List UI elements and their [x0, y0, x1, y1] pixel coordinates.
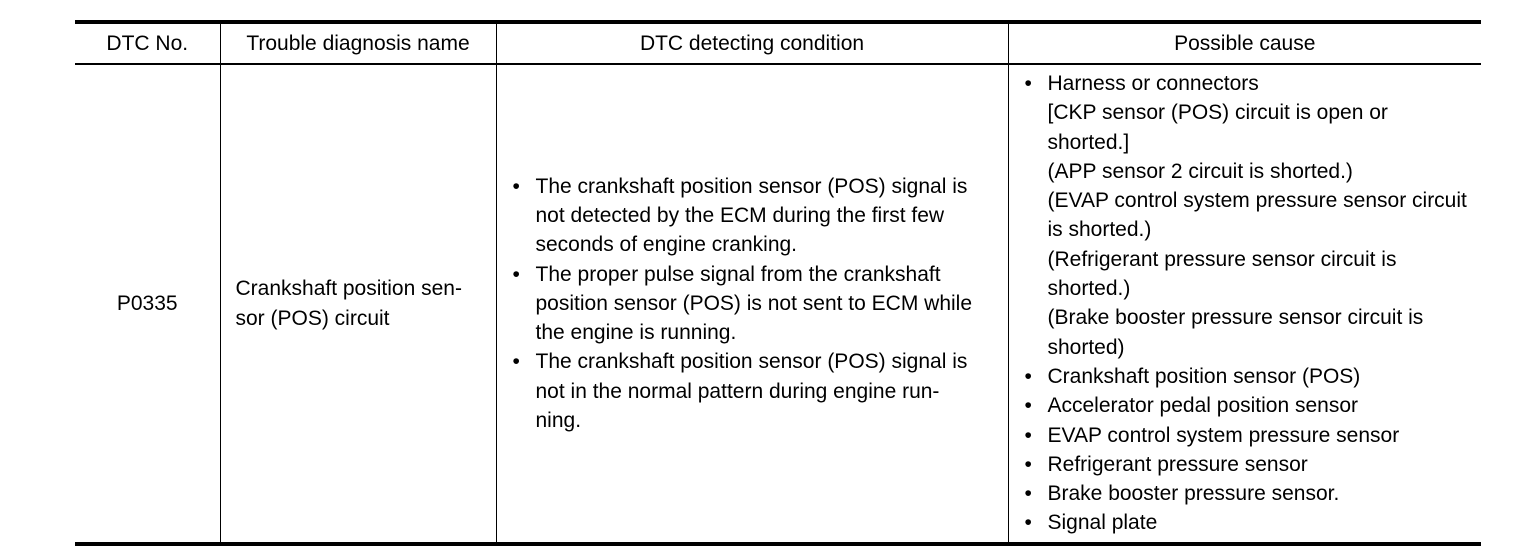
trouble-name-cell: Crankshaft position sen-sor (POS) circui… — [219, 64, 497, 546]
cause-item: Brake booster pressure sensor. — [1023, 479, 1476, 509]
cause-list: Harness or connectors [CKP sensor (POS) … — [1023, 69, 1476, 538]
cause-item: Signal plate — [1023, 508, 1476, 538]
condition-cell: The crankshaft position sensor (POS) sig… — [495, 64, 1009, 546]
cause-harness-detail: [CKP sensor (POS) circuit is open or sho… — [1047, 101, 1388, 154]
dtc-code-cell: P0335 — [75, 64, 221, 546]
cause-item-harness: Harness or connectors [CKP sensor (POS) … — [1023, 69, 1476, 362]
cause-item: Crankshaft position sensor (POS) — [1023, 362, 1476, 392]
cause-harness-detail: (APP sensor 2 circuit is shorted.) — [1047, 159, 1353, 183]
cause-harness-label: Harness or connectors — [1047, 72, 1259, 95]
header-dtc-no: DTC No. — [75, 20, 221, 65]
cause-item: Refrigerant pressure sensor — [1023, 450, 1476, 480]
cause-item: Accelerator pedal position sensor — [1023, 391, 1476, 421]
header-cause: Possible cause — [1007, 20, 1481, 65]
cause-harness-detail: (EVAP control system pressure sensor cir… — [1047, 189, 1467, 242]
cause-cell: Harness or connectors [CKP sensor (POS) … — [1007, 64, 1481, 546]
condition-list: The crankshaft position sensor (POS) sig… — [511, 172, 1002, 436]
header-condition: DTC detecting condition — [495, 20, 1009, 65]
condition-item: The proper pulse signal from the cranksh… — [511, 260, 1002, 348]
condition-item-text: The crankshaft position sensor (POS) sig… — [535, 350, 968, 433]
table-row: P0335 Crankshaft position sen-sor (POS) … — [75, 64, 1481, 546]
condition-item: The crankshaft position sensor (POS) sig… — [511, 347, 1002, 435]
cause-harness-detail: (Refrigerant pressure sensor circuit is … — [1047, 247, 1397, 301]
cause-harness-detail: (Brake booster pressure sensor circuit i… — [1047, 306, 1424, 359]
condition-item: The crankshaft position sensor (POS) sig… — [511, 172, 1002, 260]
header-trouble-name: Trouble diagnosis name — [219, 20, 497, 65]
table-header-row: DTC No. Trouble diagnosis name DTC detec… — [75, 20, 1481, 65]
cause-item: EVAP control system pressure sensor — [1023, 421, 1476, 451]
dtc-table: DTC No. Trouble diagnosis name DTC detec… — [75, 20, 1481, 546]
trouble-name-text: Crankshaft position sen-sor (POS) circui… — [235, 277, 462, 330]
